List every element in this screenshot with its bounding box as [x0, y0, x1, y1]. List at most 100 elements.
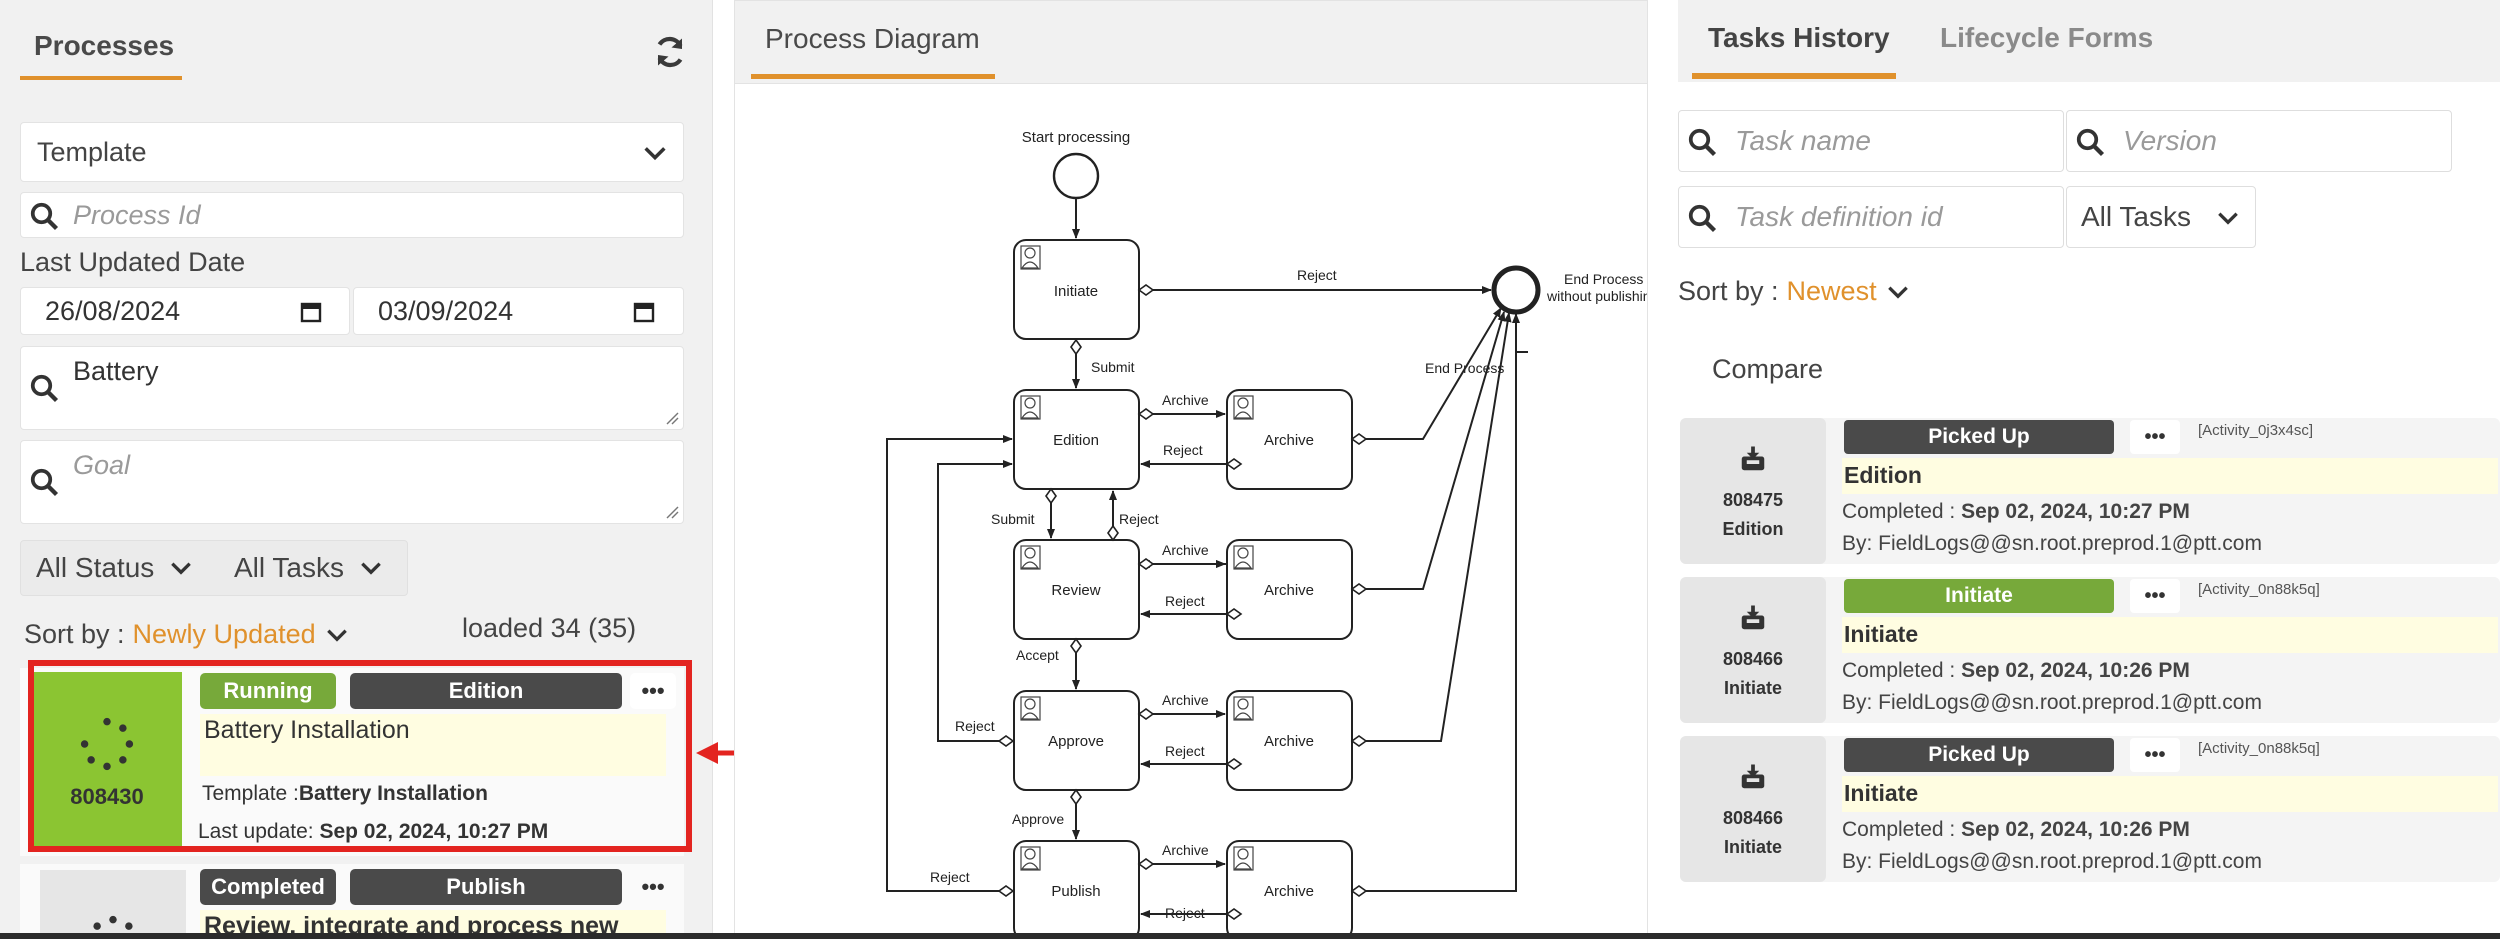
process-card[interactable]: 808430 Running Edition ••• Battery Insta…: [20, 668, 684, 856]
task-completed: Completed : Sep 02, 2024, 10:26 PM: [1842, 818, 2190, 841]
filter-row: [20, 540, 408, 596]
tab-tasks-history[interactable]: Tasks History: [1708, 22, 1890, 53]
date-to-value: 03/09/2024: [378, 296, 514, 326]
task-id-box: 808466 Initiate: [1680, 577, 1826, 723]
more-options-button[interactable]: •••: [2130, 579, 2180, 613]
more-options-button[interactable]: •••: [641, 874, 665, 899]
resize-handle-icon[interactable]: [665, 505, 679, 519]
process-card[interactable]: Completed Publish ••• Review, integrate …: [20, 864, 684, 939]
edge-label: Approve: [1012, 811, 1064, 827]
more-options-button[interactable]: •••: [630, 673, 676, 709]
sort-dropdown[interactable]: Sort by : Newly Updated: [24, 619, 350, 650]
task-id-box: 808466 Initiate: [1680, 736, 1826, 882]
process-diagram-panel: Process Diagram: [734, 0, 1648, 939]
task-name-input[interactable]: Task name: [1678, 110, 2064, 172]
task-title-area: Edition: [1842, 458, 2498, 494]
edge-label: Archive: [1162, 692, 1209, 708]
bpmn-diagram[interactable]: Start processing Initiate Edition Review…: [735, 84, 1648, 939]
status-filter-dropdown[interactable]: All Status: [36, 552, 194, 584]
inbox-icon: [1741, 764, 1765, 789]
status-badge: Running: [200, 673, 336, 709]
chevron-down-icon: [361, 562, 381, 575]
task-title-area: Initiate: [1842, 617, 2498, 653]
tab-lifecycle-forms[interactable]: Lifecycle Forms: [1940, 22, 2154, 53]
date-to-input[interactable]: 03/09/2024: [353, 287, 684, 335]
process-id-input[interactable]: Process Id: [20, 192, 684, 238]
sort-label: Sort by :: [1678, 276, 1779, 306]
tab-active-indicator: [20, 76, 182, 80]
end-event-label: End Process: [1564, 271, 1643, 287]
processes-panel: Processes Template Process Id Last Updat…: [0, 0, 713, 939]
refresh-icon[interactable]: [652, 34, 688, 70]
task-edition-label: Edition: [1053, 432, 1099, 449]
task-id-box: 808475 Edition: [1680, 418, 1826, 564]
activity-id: [Activity_0n88k5q]: [2198, 581, 2320, 598]
process-title: Battery Installation: [204, 716, 410, 744]
task-archive-label: Archive: [1264, 432, 1314, 449]
edge-label: Reject: [1165, 743, 1205, 759]
tab-process-diagram[interactable]: Process Diagram: [765, 23, 980, 54]
task-history-item[interactable]: 808466 Initiate Initiate ••• [Activity_0…: [1680, 577, 2500, 723]
end-event-label: without publishin: [1546, 288, 1648, 304]
edge-label: Reject: [1297, 267, 1337, 283]
task-approve-label: Approve: [1048, 733, 1104, 750]
spinner-icon: [93, 915, 133, 930]
tasks-filter-dropdown[interactable]: All Tasks: [234, 552, 384, 584]
start-event-label: Start processing: [1022, 129, 1130, 146]
task-badge: Publish: [350, 869, 622, 905]
task-sub: Initiate: [1723, 837, 1782, 857]
activity-id: [Activity_0n88k5q]: [2198, 740, 2320, 757]
template-select-value: Template: [37, 137, 147, 167]
task-definition-input[interactable]: Task definition id: [1678, 186, 2064, 248]
edge-label: Archive: [1162, 842, 1209, 858]
process-title-area: Battery Installation: [200, 714, 666, 776]
task-archive-label: Archive: [1264, 883, 1314, 900]
date-from-input[interactable]: 26/08/2024: [20, 287, 350, 335]
edge-label: Submit: [991, 511, 1035, 527]
chevron-down-icon: [171, 562, 192, 575]
resize-handle-icon[interactable]: [665, 411, 679, 425]
task-id: 808466: [1722, 808, 1784, 828]
sort-value: Newest: [1786, 276, 1877, 306]
task-history-item[interactable]: 808466 Initiate Picked Up ••• [Activity_…: [1680, 736, 2500, 882]
sort-dropdown[interactable]: Sort by : Newest: [1678, 276, 1911, 307]
more-options-button[interactable]: •••: [2130, 738, 2180, 772]
task-by: By: FieldLogs@@sn.root.preprod.1@ptt.com: [1842, 691, 2262, 714]
status-filter-value: All Status: [36, 552, 155, 583]
task-completed: Completed : Sep 02, 2024, 10:27 PM: [1842, 500, 2190, 523]
calendar-icon[interactable]: [632, 300, 656, 324]
goal-textarea[interactable]: Goal: [20, 440, 684, 524]
tab-active-indicator: [751, 74, 995, 79]
search-icon: [2076, 128, 2105, 157]
sort-value: Newly Updated: [132, 619, 316, 649]
compare-button[interactable]: Compare: [1712, 354, 1824, 384]
goal-placeholder: Goal: [73, 450, 131, 480]
process-card-id-box: [40, 870, 186, 939]
task-title: Initiate: [1844, 621, 1919, 647]
version-input[interactable]: Version: [2066, 110, 2452, 172]
edge-label: Submit: [1091, 359, 1135, 375]
calendar-icon[interactable]: [299, 300, 323, 324]
edge-label: End Process: [1425, 360, 1504, 376]
name-value: Battery: [73, 356, 159, 386]
status-badge: Completed: [200, 869, 336, 905]
name-textarea[interactable]: Battery: [20, 346, 684, 430]
last-updated-label: Last Updated Date: [20, 247, 246, 277]
edge-label: Reject: [1165, 593, 1205, 609]
more-options-button[interactable]: •••: [2130, 420, 2180, 454]
task-by: By: FieldLogs@@sn.root.preprod.1@ptt.com: [1842, 850, 2262, 873]
all-tasks-dropdown[interactable]: All Tasks: [2066, 186, 2256, 248]
edge-label: Reject: [955, 718, 995, 734]
task-status-badge: Initiate: [1844, 579, 2114, 613]
search-icon: [1688, 128, 1717, 157]
template-select[interactable]: Template: [20, 122, 684, 182]
spinner-icon: [80, 717, 134, 771]
task-title-area: Initiate: [1842, 776, 2498, 812]
task-history-item[interactable]: 808475 Edition Picked Up ••• [Activity_0…: [1680, 418, 2500, 564]
process-last-update: Last update: Sep 02, 2024, 10:27 PM: [198, 820, 549, 843]
tab-processes[interactable]: Processes: [34, 30, 175, 61]
process-card-id-box: 808430: [32, 672, 182, 852]
chevron-down-icon: [2218, 212, 2238, 225]
activity-id: [Activity_0j3x4sc]: [2198, 422, 2314, 439]
edge-label: Accept: [1016, 647, 1059, 663]
